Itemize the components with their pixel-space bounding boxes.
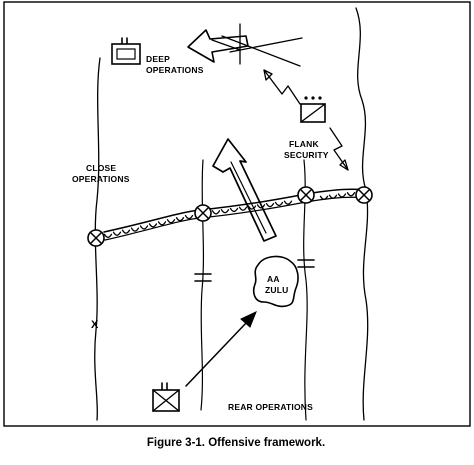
flank-label-line1: FLANK — [289, 139, 319, 149]
forward-line-scallop — [130, 227, 140, 232]
forward-line-scallop — [346, 192, 356, 197]
forward-line-scallop — [148, 223, 158, 228]
forward-line-scallop — [337, 193, 347, 198]
rear-unit-symbol — [152, 382, 180, 412]
forward-line-scallop — [211, 210, 221, 215]
flank-to-deep-zigzag — [263, 69, 301, 105]
assembly-area-outline — [252, 255, 299, 308]
figure-frame — [3, 1, 471, 427]
deep-label-line1: DEEP — [146, 54, 170, 64]
forward-line-scallop — [220, 208, 230, 214]
aa-label-line2: ZULU — [265, 285, 288, 295]
forward-line-scallop — [274, 201, 284, 207]
boundary-x-marker: X — [91, 319, 99, 331]
boundary-marker-right — [297, 259, 315, 268]
right-boundary-line — [355, 7, 369, 421]
forward-line-scallop — [319, 195, 329, 201]
forward-line-scallop — [328, 194, 338, 199]
forward-line-scallop — [112, 231, 122, 236]
deep-attack-arrow — [187, 29, 249, 63]
forward-line-scallop — [265, 202, 275, 208]
forward-line-scallop — [247, 205, 257, 210]
close-label-line2: OPERATIONS — [72, 174, 130, 184]
boundary-marker-left — [194, 273, 212, 282]
deep-operations-hq-symbol — [111, 37, 141, 65]
forward-line-scallop — [139, 225, 149, 230]
forward-line-scallop — [229, 207, 239, 213]
forward-line-scallop — [157, 221, 167, 226]
forward-line-scallop — [283, 200, 293, 205]
flank-label-line2: SECURITY — [284, 150, 329, 160]
forward-line-scallop — [256, 204, 266, 209]
forward-line-scallops — [103, 188, 365, 241]
forward-line-scallop — [175, 216, 185, 222]
rear-operations-label: REAR OPERATIONS — [228, 402, 313, 412]
flank-security-unit-symbol — [300, 96, 326, 123]
forward-line-scallop — [103, 233, 113, 238]
forward-line-scallop — [166, 219, 176, 224]
aa-label-line1: AA — [267, 274, 280, 284]
forward-line-scallop — [238, 206, 248, 211]
checkpoint-3 — [297, 186, 315, 204]
checkpoint-1 — [87, 229, 105, 247]
checkpoint-4 — [355, 186, 373, 204]
interdiction-lines — [221, 23, 303, 67]
forward-line-scallop — [121, 229, 131, 234]
forward-line-scallop — [184, 214, 194, 220]
figure-caption: Figure 3-1. Offensive framework. — [147, 437, 325, 449]
checkpoint-2 — [194, 204, 212, 222]
flank-zigzag-down — [329, 127, 349, 171]
main-attack-arrow — [212, 138, 277, 242]
left-boundary-line — [94, 57, 101, 421]
close-label-line1: CLOSE — [86, 163, 116, 173]
center-boundary-line — [200, 159, 205, 411]
movement-arrow-to-aa — [185, 311, 257, 387]
deep-label-line2: OPERATIONS — [146, 65, 204, 75]
